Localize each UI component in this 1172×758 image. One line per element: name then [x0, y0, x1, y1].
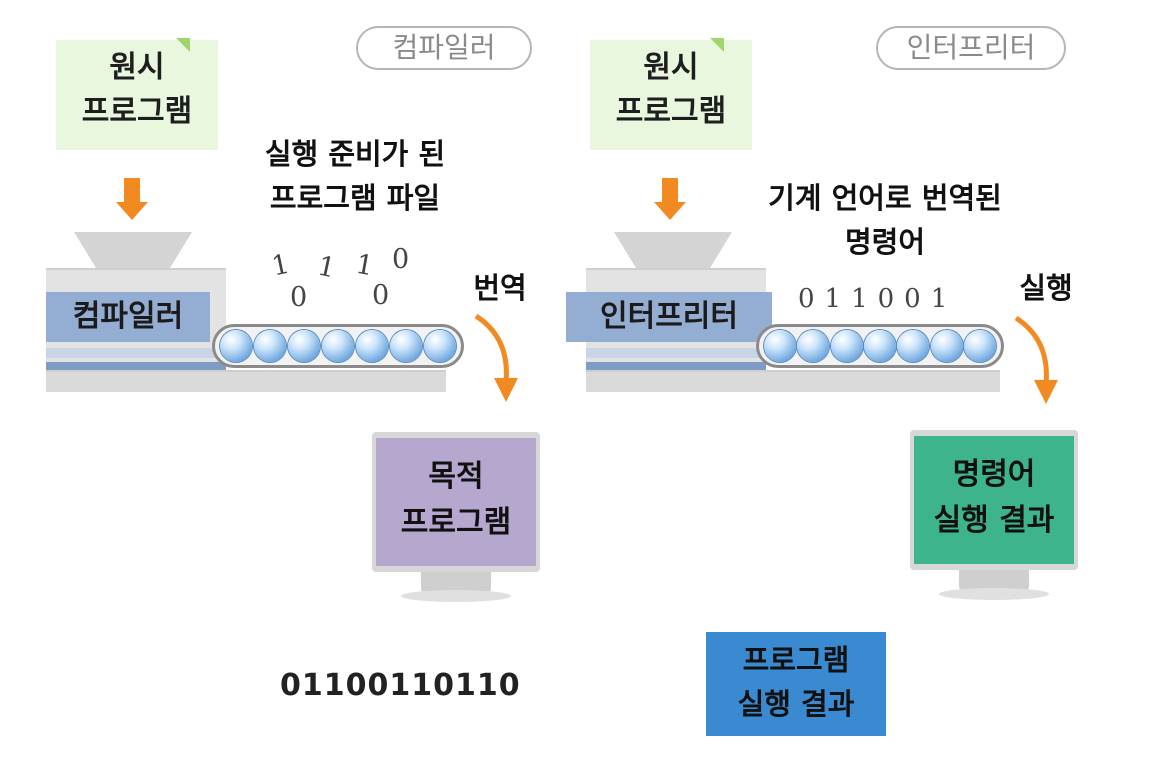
interpreter-result-line1: 명령어: [952, 457, 1036, 492]
interpreter-input-arrow: [654, 178, 686, 220]
interpreter-monitor-base: [939, 588, 1049, 600]
belt-ball: [220, 330, 252, 362]
interpreter-output-line1: 기계 언어로 번역된: [768, 181, 1002, 215]
interpreter-source-line2: 프로그램: [615, 94, 727, 129]
belt-ball: [288, 330, 320, 362]
belt-ball: [897, 330, 930, 362]
interpreter-binary-string: 011001: [798, 284, 958, 314]
belt-ball: [254, 330, 286, 362]
interpreter-action-label: 실행: [1008, 266, 1084, 310]
compiler-result-monitor: 목적 프로그램: [372, 432, 540, 572]
compiler-binary-digit-6: 0: [372, 280, 390, 311]
compiler-input-arrow: [116, 178, 148, 220]
belt-ball: [424, 330, 456, 362]
compiler-machine-label: 컴파일러: [46, 292, 210, 342]
interpreter-source-program-box: 원시 프로그램: [590, 40, 752, 150]
compiler-binary-digit-3: 1: [353, 248, 376, 283]
interpreter-machine-label-text: 인터프리터: [600, 299, 738, 334]
bottom-result-line2: 실행 결과: [737, 687, 855, 721]
compiler-machine-base: [46, 370, 446, 392]
interpreter-output-label: 기계 언어로 번역된 명령어: [728, 176, 1042, 264]
bottom-program-result-box: 프로그램 실행 결과: [706, 632, 886, 736]
compiler-title-pill: 컴파일러: [356, 26, 532, 70]
interpreter-source-corner-fold: [710, 38, 724, 52]
interpreter-result-monitor: 명령어 실행 결과: [910, 430, 1078, 570]
compiler-result-line2: 프로그램: [400, 505, 512, 540]
compiler-binary-digit-5: 0: [290, 282, 308, 313]
interpreter-hopper: [614, 232, 732, 268]
interpreter-title: 인터프리터: [906, 31, 1036, 64]
interpreter-source-line1: 원시: [643, 50, 699, 85]
compiler-output-arrow: [474, 313, 518, 402]
compiler-result-screen: 목적 프로그램: [376, 438, 536, 566]
bottom-binary-code: 01100110110: [280, 668, 521, 703]
compiler-binary-digit-2: 1: [314, 250, 339, 285]
belt-ball: [863, 330, 896, 362]
compiler-source-line2: 프로그램: [81, 94, 193, 129]
compiler-source-corner-fold: [176, 38, 190, 52]
interpreter-output-line2: 명령어: [844, 225, 926, 259]
interpreter-result-screen: 명령어 실행 결과: [914, 436, 1074, 564]
compiler-machine-label-text: 컴파일러: [72, 299, 184, 334]
compiler-action-text: 번역: [473, 271, 527, 305]
compiler-hopper: [74, 232, 192, 268]
belt-ball: [930, 330, 963, 362]
compiler-output-line2: 프로그램 파일: [269, 181, 441, 215]
interpreter-machine-base: [586, 370, 1000, 392]
interpreter-conveyor-belt: [756, 324, 1004, 368]
compiler-output-line1: 실행 준비가 된: [264, 137, 446, 171]
interpreter-monitor-stand: [959, 570, 1029, 592]
compiler-binary-digit-1: 1: [268, 248, 293, 283]
interpreter-machine-label: 인터프리터: [566, 292, 772, 342]
compiler-result-line1: 목적: [428, 459, 484, 494]
belt-ball: [763, 330, 796, 362]
compiler-conveyor-belt: [212, 324, 464, 368]
belt-ball: [964, 330, 997, 362]
compiler-monitor-base: [401, 590, 511, 602]
compiler-source-line1: 원시: [109, 50, 165, 85]
compiler-action-label: 번역: [462, 266, 538, 310]
compiler-title: 컴파일러: [392, 31, 496, 64]
belt-ball: [322, 330, 354, 362]
interpreter-action-text: 실행: [1019, 271, 1073, 305]
bottom-result-line1: 프로그램: [742, 643, 850, 677]
compiler-binary-digit-4: 0: [392, 244, 410, 275]
interpreter-result-line2: 실행 결과: [933, 503, 1055, 538]
compiler-source-program-box: 원시 프로그램: [56, 40, 218, 150]
interpreter-title-pill: 인터프리터: [876, 26, 1066, 70]
belt-ball: [356, 330, 388, 362]
belt-ball: [830, 330, 863, 362]
compiler-monitor-stand: [421, 572, 491, 594]
interpreter-output-arrow: [1014, 315, 1058, 404]
belt-ball: [390, 330, 422, 362]
belt-ball: [797, 330, 830, 362]
compiler-output-label: 실행 준비가 된 프로그램 파일: [232, 132, 478, 220]
